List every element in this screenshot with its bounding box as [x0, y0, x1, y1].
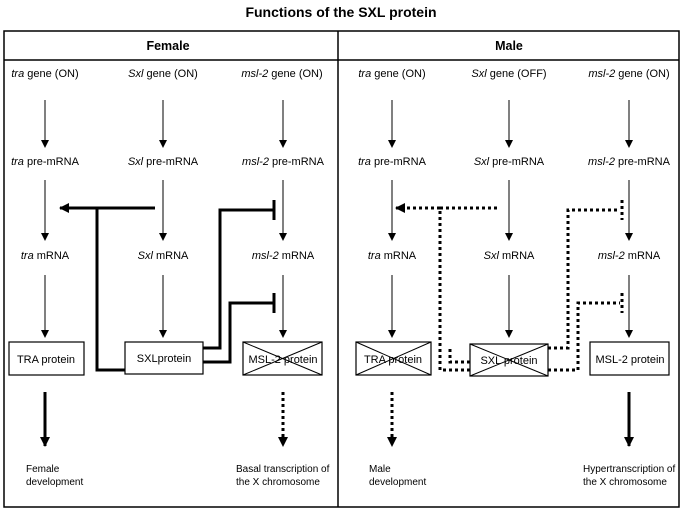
male-sxl-mrna: Sxl mRNA: [484, 250, 535, 262]
female-msl-premrna: msl-2 pre-mRNA: [242, 156, 325, 168]
male-msl-protein-label: MSL-2 protein: [595, 354, 664, 366]
female-msl-protein-cross-2: [242, 341, 323, 376]
male-output-2-line-1: Hypertranscription of: [583, 464, 675, 475]
male-sxl-inhibits-msl-mrna-inactive: [548, 301, 620, 372]
male-output-1-line-2: development: [369, 477, 426, 488]
female-output-1-line-1: Female: [26, 464, 60, 475]
female-output-2-line-2: the X chromosome: [236, 477, 320, 488]
female-tra-premrna: tra pre-mRNA: [11, 156, 80, 168]
female-sxl-inhibits-msl-premrna: [203, 208, 274, 350]
female-tra-protein-label: TRA protein: [17, 354, 75, 366]
male-sxl-to-tra-inactive-inner: [448, 348, 470, 364]
male-msl-protein-box: [589, 341, 670, 376]
female-sxl-premrna: Sxl pre-mRNA: [128, 156, 199, 168]
female-sxl-protein-label: SXLprotein: [137, 353, 191, 365]
female-msl-protein-label: MSL-2 protein: [248, 354, 317, 366]
male-msl-premrna: msl-2 pre-mRNA: [588, 156, 671, 168]
male-tra-mrna: tra mRNA: [368, 250, 417, 262]
male-msl-mrna: msl-2 mRNA: [598, 250, 661, 262]
male-tra-protein-label: TRA protein: [364, 354, 422, 366]
male-msl-gene: msl-2 gene (ON): [588, 68, 669, 80]
diagram-title: Functions of the SXL protein: [245, 4, 436, 20]
male-sxl-gene: Sxl gene (OFF): [471, 68, 546, 80]
male-output-2-line-2: the X chromosome: [583, 477, 667, 488]
female-msl-mrna: msl-2 mRNA: [252, 250, 315, 262]
female-output-1-line-2: development: [26, 477, 83, 488]
female-header: Female: [146, 39, 189, 53]
male-sxl-inhibits-msl-premrna-inactive: [548, 208, 620, 350]
male-tra-premrna: tra pre-mRNA: [358, 156, 427, 168]
female-output-2-line-1: Basal transcription of: [236, 464, 330, 475]
panel-frame: [3, 30, 680, 508]
female-panel: tra gene (ON) tra pre-mRNA tra mRNA TRA …: [8, 68, 330, 488]
female-sxl-gene: Sxl gene (ON): [128, 68, 198, 80]
male-sxl-protein-cross-2: [469, 343, 549, 377]
female-sxl-mrna: Sxl mRNA: [138, 250, 189, 262]
male-sxl-to-tra-inactive: [438, 206, 500, 372]
female-sxl-inhibits-msl-mrna: [203, 301, 274, 364]
male-sxl-premrna: Sxl pre-mRNA: [474, 156, 545, 168]
male-header: Male: [495, 39, 523, 53]
female-tra-mrna: tra mRNA: [21, 250, 70, 262]
male-panel: tra gene (ON) tra pre-mRNA tra mRNA TRA …: [355, 68, 675, 488]
male-tra-gene: tra gene (ON): [358, 68, 425, 80]
female-sxl-protein-box: [124, 341, 204, 375]
male-tra-protein-cross-2: [355, 341, 432, 376]
male-output-1-line-1: Male: [369, 464, 391, 475]
female-msl-gene: msl-2 gene (ON): [241, 68, 322, 80]
female-sxl-to-tra-activation: [59, 203, 125, 372]
male-sxl-protein-label: SXL protein: [480, 355, 537, 367]
female-tra-protein-box: [8, 341, 85, 376]
female-tra-gene: tra gene (ON): [11, 68, 78, 80]
